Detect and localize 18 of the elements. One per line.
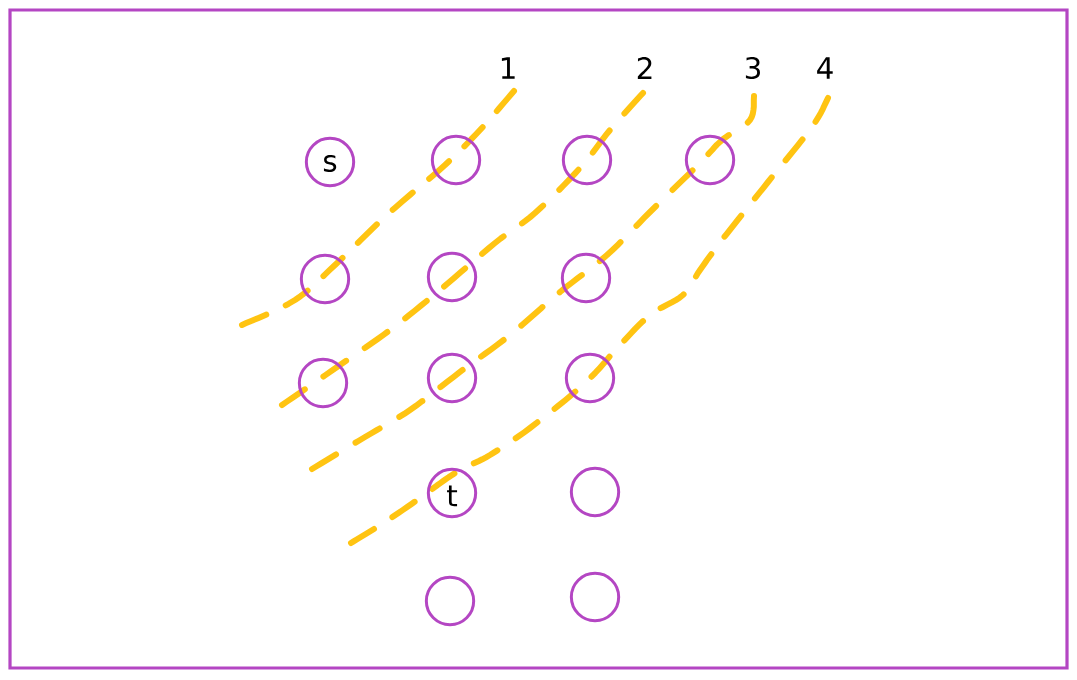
circle-node: t <box>426 467 478 519</box>
circle-node <box>426 251 478 303</box>
circle-node <box>426 352 478 404</box>
circle-node <box>424 575 476 627</box>
circle-node <box>564 352 616 404</box>
circle-node <box>684 134 736 186</box>
circle-node: s <box>304 136 356 188</box>
line-number: 1 <box>501 57 515 79</box>
circle-node <box>297 357 349 409</box>
circle-node <box>299 253 351 305</box>
line-number: 2 <box>637 57 652 79</box>
circle-node <box>569 571 621 623</box>
line-number: 3 <box>745 56 760 80</box>
circle-node <box>430 134 482 186</box>
circle-node <box>569 466 621 518</box>
circle-node <box>560 252 612 304</box>
circle-node <box>561 134 613 186</box>
line-number: 4 <box>817 57 833 79</box>
